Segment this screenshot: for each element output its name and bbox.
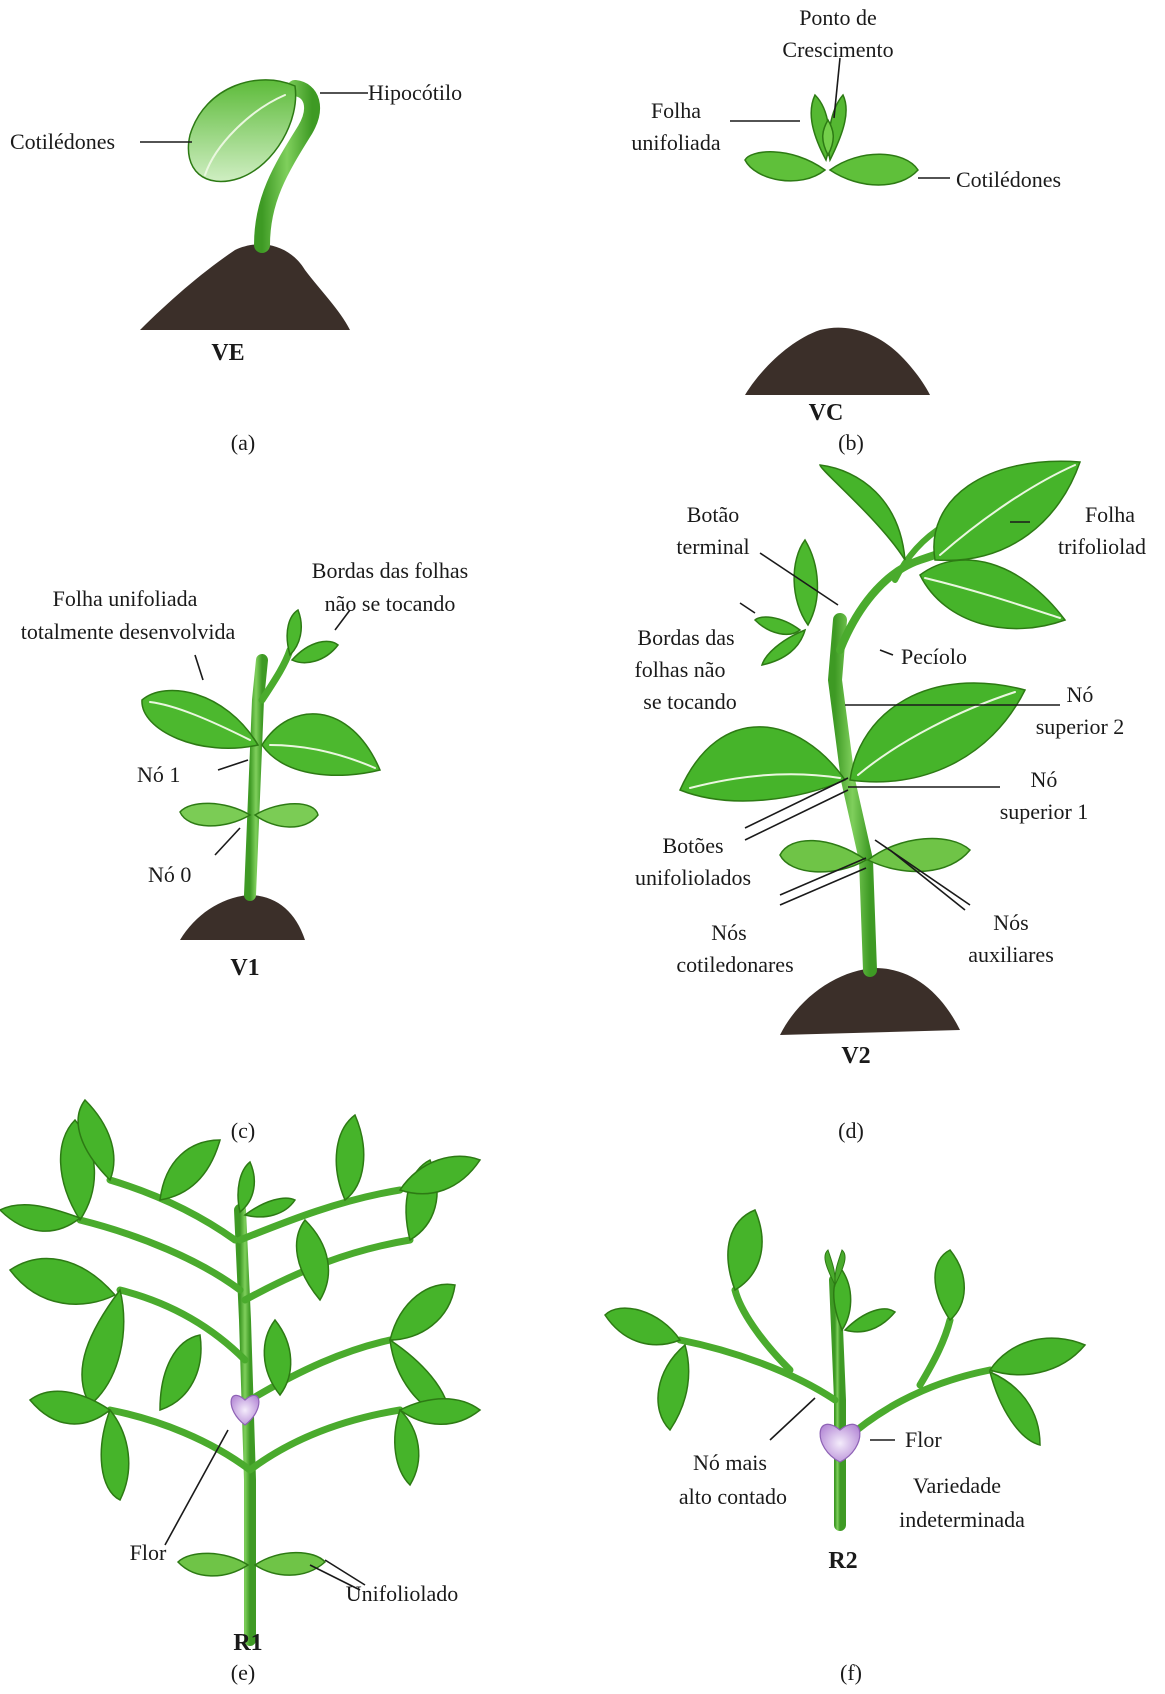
label-aux-nodes-2: auxiliares — [968, 942, 1054, 967]
caption-c: (c) — [231, 1118, 255, 1143]
trifoliate-mid-d — [920, 560, 1065, 629]
label-cotyledons-a: Cotilédones — [10, 129, 115, 154]
label-flower-f: Flor — [905, 1427, 942, 1452]
label-edges-d-1: Bordas das — [637, 625, 734, 650]
terminal-bud-leaf-1 — [794, 540, 817, 625]
trifoliate-back-d — [820, 465, 905, 560]
label-upper-node2-1: Nó — [1067, 682, 1094, 707]
stem-c — [250, 660, 262, 895]
leader-flower-e — [165, 1430, 228, 1545]
unifoliate-left-c — [142, 690, 258, 748]
branch-e-right-upper — [240, 1190, 410, 1400]
label-upper-node2-2: superior 2 — [1036, 714, 1125, 739]
stage-name-r1: R1 — [233, 1630, 262, 1656]
leader-highest-node — [770, 1398, 815, 1440]
cotyledon-left-b — [745, 152, 825, 181]
flower-e — [231, 1395, 259, 1425]
label-node1: Nó 1 — [137, 762, 180, 787]
unifoliolate-left-e — [178, 1553, 248, 1576]
label-cotyledons-b: Cotilédones — [956, 167, 1061, 192]
label-highest-node-2: alto contado — [679, 1484, 787, 1509]
leader-unifoliate-c — [195, 655, 203, 680]
leader-cotyledon-nodes-2 — [780, 868, 866, 905]
soil-mound-b — [745, 328, 930, 395]
leader-node1 — [218, 760, 248, 770]
label-edges-c-1: Bordas das folhas — [312, 558, 468, 583]
label-variety-2: indeterminada — [899, 1507, 1025, 1532]
label-upper-node1-2: superior 1 — [1000, 799, 1089, 824]
label-terminal-bud-2: terminal — [676, 534, 749, 559]
cotyledon-right-b — [830, 154, 918, 185]
stage-name-v1: V1 — [230, 955, 259, 981]
label-petiole: Pecíolo — [901, 644, 967, 669]
cotyledon-left-c — [180, 803, 250, 826]
terminal-bud-leaf-3 — [762, 630, 805, 665]
caption-e: (e) — [231, 1660, 255, 1685]
caption-f: (f) — [840, 1660, 862, 1685]
label-unifoliate-buds-2: unifoliolados — [635, 865, 751, 890]
panel-f: Flor Nó mais alto contado Variedade inde… — [605, 1210, 1085, 1685]
flower-f — [820, 1424, 860, 1462]
label-unifoliate-buds-1: Botões — [662, 833, 723, 858]
cotyledon-right-c — [255, 804, 318, 827]
caption-a: (a) — [231, 430, 255, 455]
cotyledon-right-d — [868, 839, 970, 872]
label-trifoliate-2: trifoliolad — [1058, 534, 1146, 559]
label-growth-point-1: Ponto de — [799, 5, 877, 30]
caption-d: (d) — [838, 1118, 864, 1143]
stage-name-vc: VC — [809, 400, 844, 426]
label-growth-point-2: Crescimento — [782, 37, 893, 62]
label-unifoliolate: Unifoliolado — [346, 1581, 458, 1606]
panel-a: Hipocótilo Cotilédones VE (a) — [10, 80, 462, 455]
label-terminal-bud-1: Botão — [687, 502, 740, 527]
leader-edges-d — [740, 603, 755, 613]
trifoliate-bud-c — [287, 610, 301, 655]
label-upper-node1-1: Nó — [1031, 767, 1058, 792]
caption-b: (b) — [838, 430, 864, 455]
label-cotyledon-nodes-1: Nós — [711, 920, 746, 945]
label-unifoliate-b-2: unifoliada — [631, 130, 720, 155]
panel-b: Ponto de Crescimento Folha unifoliada Co… — [631, 5, 1061, 455]
soil-mound-c — [180, 895, 305, 940]
label-cotyledon-nodes-2: cotiledonares — [676, 952, 793, 977]
stage-name-v2: V2 — [841, 1043, 870, 1069]
label-highest-node-1: Nó mais — [693, 1450, 767, 1475]
leader-node0 — [215, 828, 240, 855]
stem-d — [835, 620, 870, 970]
label-flower-e: Flor — [130, 1540, 167, 1565]
trifoliate-bud-c2 — [292, 641, 338, 662]
soil-mound-a — [140, 244, 350, 330]
stage-name-r2: R2 — [828, 1548, 857, 1574]
unifoliate-left-d — [680, 727, 845, 801]
label-trifoliate-1: Folha — [1085, 502, 1135, 527]
panel-e: Flor Unifoliolado R1 (e) — [0, 1100, 480, 1685]
leader-petiole — [880, 650, 893, 655]
panel-c: Folha unifoliada totalmente desenvolvida… — [21, 558, 468, 1143]
label-unifoliate-c-2: totalmente desenvolvida — [21, 619, 236, 644]
cotyledon-left-d — [780, 841, 866, 872]
label-edges-d-2: folhas não — [634, 657, 725, 682]
branch-f-right — [845, 1320, 990, 1440]
soil-mound-d — [780, 968, 960, 1035]
label-node0: Nó 0 — [148, 862, 191, 887]
panel-d: Botão terminal Folha trifoliolad Bordas … — [634, 461, 1146, 1143]
terminal-bud-leaf-2 — [755, 617, 800, 634]
label-unifoliate-b-1: Folha — [651, 98, 701, 123]
label-variety-1: Variedade — [913, 1473, 1001, 1498]
label-edges-d-3: se tocando — [643, 689, 736, 714]
label-aux-nodes-1: Nós — [993, 910, 1028, 935]
label-unifoliate-c-1: Folha unifoliada — [53, 586, 198, 611]
label-hypocotyl: Hipocótilo — [368, 80, 462, 105]
label-edges-c-2: não se tocando — [325, 591, 456, 616]
stage-name-ve: VE — [211, 340, 244, 366]
branch-f-left — [680, 1290, 835, 1400]
unifoliolate-right-e — [255, 1553, 325, 1576]
